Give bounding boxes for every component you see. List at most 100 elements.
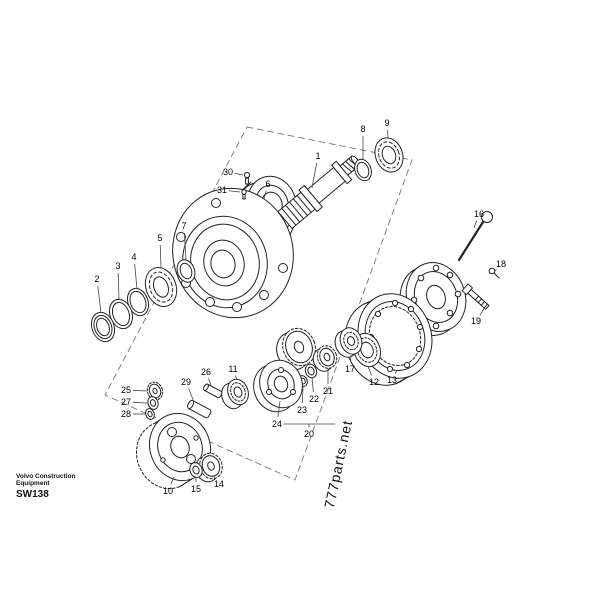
ring-28 (145, 408, 155, 420)
callout-leader-5 (159, 244, 162, 269)
part-number-26: 26 (201, 367, 211, 377)
part-number-12: 12 (369, 377, 379, 387)
bolt-hole (454, 290, 462, 298)
part-number-6: 6 (265, 179, 270, 189)
bolt-hole (432, 322, 440, 330)
part-number-15: 15 (191, 484, 201, 494)
bolt-hole (446, 309, 454, 317)
washer-27 (147, 396, 159, 410)
callout-leader-27 (132, 401, 148, 404)
callout-leader-10 (170, 476, 175, 485)
bolt-hole (374, 310, 382, 318)
bolt-hole (211, 198, 221, 208)
part-number-9: 9 (384, 118, 389, 128)
part-number-24: 24 (272, 419, 282, 429)
callout-leader-29 (188, 388, 195, 403)
part-number-8: 8 (360, 124, 365, 134)
callout-leader-12 (367, 365, 372, 376)
callout-leader-13 (394, 369, 398, 374)
part-number-7: 7 (181, 221, 186, 231)
part-number-23: 23 (297, 405, 307, 415)
main-housing (172, 175, 297, 319)
part-number-13: 13 (387, 375, 397, 385)
pin-hole (278, 367, 284, 373)
pin-bore (160, 457, 166, 463)
pin-hole (290, 389, 296, 395)
bolt-19 (461, 283, 490, 310)
part-number-28: 28 (121, 409, 131, 419)
pin-26 (203, 383, 223, 399)
callout-leader-9 (387, 129, 389, 139)
part-number-5: 5 (157, 233, 162, 243)
screw-31 (241, 189, 247, 200)
callout-leader-14 (213, 476, 216, 479)
bolt-hole (415, 345, 423, 353)
callout-leader-31 (228, 190, 241, 193)
bolt-hole (391, 299, 399, 307)
bolt-hole (278, 263, 288, 273)
ring-8 (354, 158, 372, 182)
bolt-hole (232, 302, 242, 312)
part-number-19: 19 (471, 316, 481, 326)
dipstick-16 (457, 211, 493, 262)
callout-leader-30 (234, 172, 244, 176)
seal-and-bearing-stack (90, 259, 196, 343)
dashed-boundary (104, 126, 413, 481)
part-number-27: 27 (121, 397, 131, 407)
part-number-16: 16 (474, 209, 484, 219)
washer-15 (189, 462, 203, 478)
bolt-hole (205, 297, 215, 307)
part-number-2: 2 (94, 274, 99, 284)
part-number-1: 1 (315, 151, 320, 161)
callout-leader-26 (208, 378, 212, 386)
callout-leader-18 (494, 269, 497, 272)
gear-25 (146, 381, 164, 401)
pin-29 (187, 399, 212, 419)
callout-leader-3 (117, 272, 120, 301)
callout-leader-25 (132, 389, 148, 392)
gear-set (253, 327, 338, 413)
bolt-hole (417, 274, 425, 282)
callout-leader-22 (311, 377, 314, 393)
screw-30 (243, 171, 251, 185)
part-number-30: 30 (223, 167, 233, 177)
ring-7 (176, 259, 196, 283)
pin-bore (186, 454, 196, 464)
brand-line1: Volvo Construction (16, 473, 75, 480)
callout-leader-2 (97, 285, 102, 314)
bolt-hole (259, 290, 269, 300)
hub-17 (334, 327, 363, 358)
part-number-31: 31 (217, 185, 227, 195)
callout-leader-16 (473, 220, 478, 229)
part-number-25: 25 (121, 385, 131, 395)
callout-leader-4 (134, 263, 138, 290)
callout-leader-11 (235, 375, 238, 381)
part-number-17: 17 (345, 364, 355, 374)
part-number-3: 3 (115, 261, 120, 271)
callout-leader-24 (277, 400, 281, 418)
part-number-29: 29 (181, 377, 191, 387)
bearing-9 (374, 137, 404, 173)
model-code: SW138 (16, 489, 49, 500)
seal-2 (90, 311, 116, 343)
part-number-4: 4 (131, 252, 136, 262)
output-shaft (277, 155, 361, 229)
bolt-hole (446, 271, 454, 279)
plug-18 (488, 267, 500, 279)
planet-carrier-10 (136, 412, 211, 490)
part-number-14: 14 (214, 479, 224, 489)
coupling-11 (221, 378, 249, 410)
pin-hole (266, 389, 272, 395)
callout-leader-6 (263, 190, 267, 200)
part-number-18: 18 (496, 259, 506, 269)
callout-leader-1 (311, 162, 318, 189)
pin-bore (167, 427, 177, 437)
bolt-hole (386, 365, 394, 373)
bolt-hole (432, 264, 440, 272)
part-number-22: 22 (309, 394, 319, 404)
pin-bore (193, 435, 199, 441)
bolt-hole (416, 323, 424, 331)
